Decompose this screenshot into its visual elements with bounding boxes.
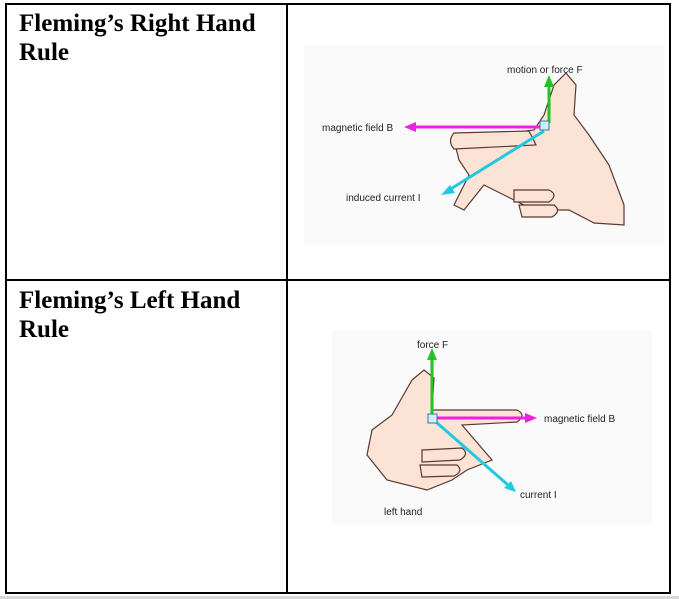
label-induced-current: induced current I — [346, 193, 421, 204]
label-left-hand: left hand — [384, 507, 422, 518]
left-hand-rule-title: Fleming’s Left Hand Rule — [19, 287, 241, 343]
label-magnetic-field-left: magnetic field B — [544, 414, 615, 425]
label-current: current I — [520, 490, 557, 501]
right-hand-illustration — [449, 72, 625, 226]
magnetic-field-arrow — [404, 122, 544, 132]
magnetic-field-arrow-left — [436, 413, 537, 423]
label-magnetic-field: magnetic field B — [322, 123, 393, 134]
current-arrow-left — [435, 420, 516, 492]
row-divider — [7, 279, 669, 281]
left-hand-rule-diagram: force F magnetic field B current I left … — [332, 330, 652, 525]
right-hand-rule-title: Fleming’s Right Hand Rule — [19, 10, 256, 66]
page-bottom-edge — [0, 596, 679, 599]
label-force: force F — [417, 340, 448, 351]
label-motion-force: motion or force F — [507, 65, 583, 76]
column-divider — [286, 5, 288, 592]
current-arrow — [441, 129, 545, 195]
rules-table: Fleming’s Right Hand Rule Fleming’s Left… — [5, 3, 671, 594]
force-arrow-left — [427, 348, 437, 415]
right-hand-rule-diagram: motion or force F magnetic field B induc… — [304, 45, 664, 245]
force-arrow — [544, 75, 554, 123]
